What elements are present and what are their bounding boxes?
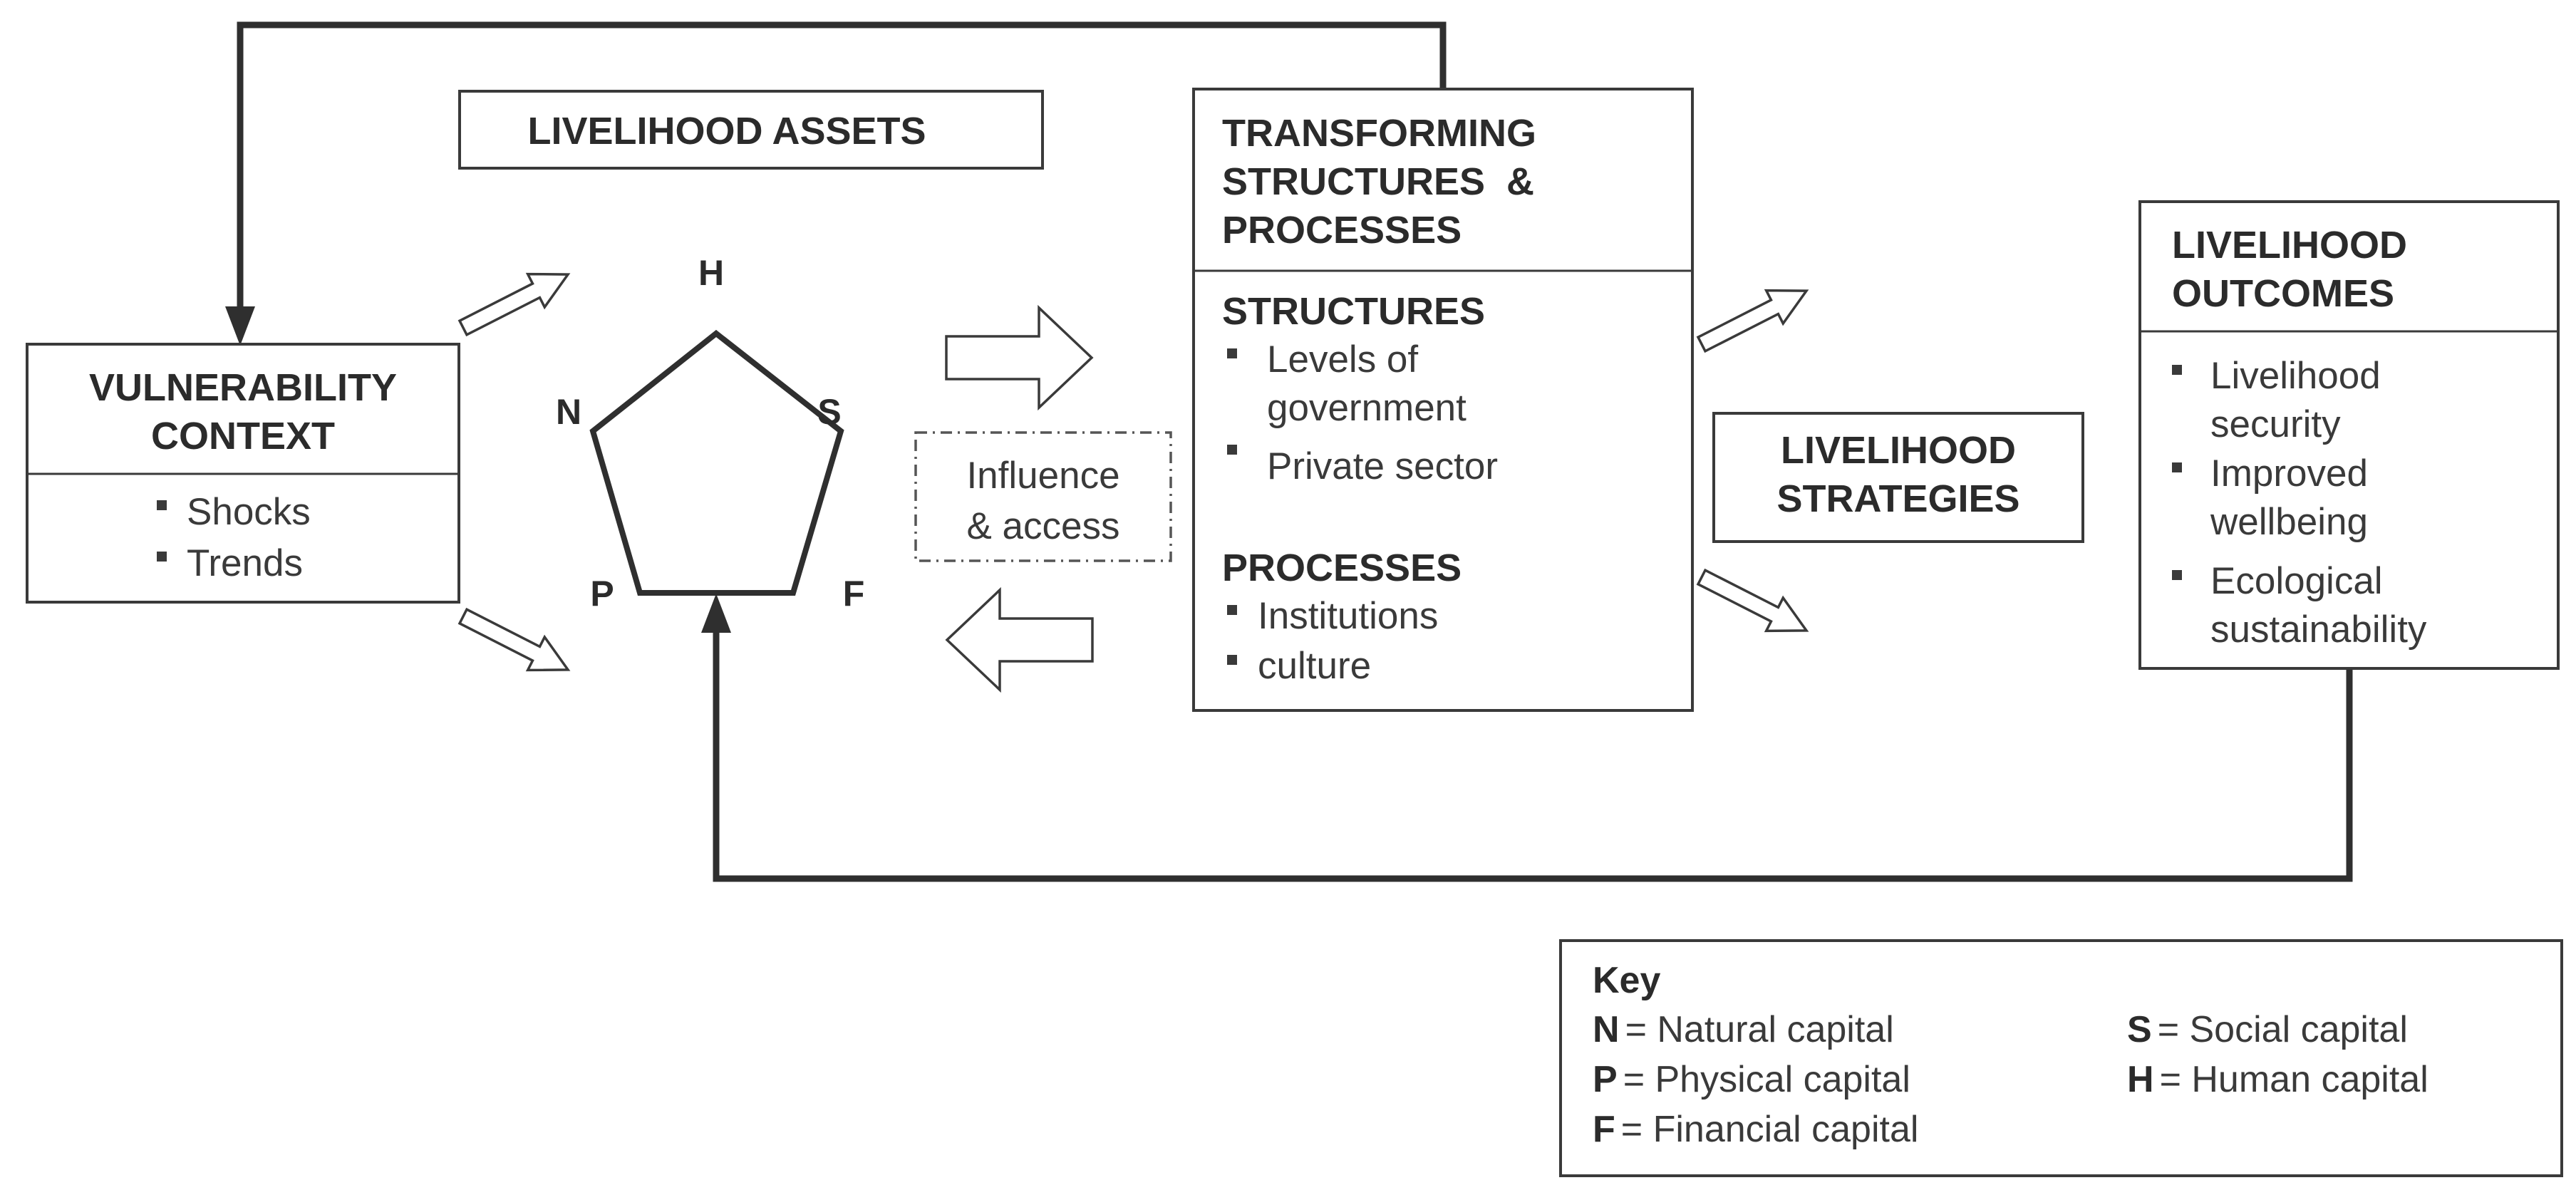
arrow-structures-to-strategies-lower xyxy=(1696,568,1809,633)
bullet-icon xyxy=(157,500,167,510)
outcomes-item-wellbeing-line1: Improved xyxy=(2210,452,2368,495)
bullet-icon xyxy=(157,552,167,562)
processes-heading: PROCESSES xyxy=(1222,547,1462,589)
key-entry-natural: N= Natural capital xyxy=(1593,1009,1894,1050)
outcomes-item-security-line2: security xyxy=(2210,403,2341,445)
strategies-title-line1: LIVELIHOOD xyxy=(1781,429,2016,472)
key-box: Key N= Natural capital S= Social capital… xyxy=(1559,939,2563,1177)
structures-heading: STRUCTURES xyxy=(1222,290,1485,333)
bullet-icon xyxy=(1227,605,1237,615)
arrow-vulnerability-to-assets-upper xyxy=(457,272,571,337)
asset-pentagon xyxy=(589,329,844,596)
pentagon-label-s: S xyxy=(817,392,841,432)
bullet-icon xyxy=(2172,570,2182,580)
bullet-icon xyxy=(2172,462,2182,472)
outcomes-title-line2: OUTCOMES xyxy=(2172,272,2394,315)
vulnerability-item-shocks: Shocks xyxy=(187,491,311,533)
arrow-structures-to-strategies-upper xyxy=(1696,289,1809,353)
arrow-vulnerability-to-assets-lower xyxy=(457,607,571,672)
pentagon-label-p: P xyxy=(590,574,614,614)
outcomes-item-ecological-line2: sustainability xyxy=(2210,609,2427,651)
feedback-arrow-bottom xyxy=(701,594,2353,882)
bullet-icon xyxy=(1227,445,1237,455)
processes-item-culture: culture xyxy=(1258,645,1371,687)
key-title: Key xyxy=(1593,960,1660,1001)
vulnerability-item-trends: Trends xyxy=(187,542,303,584)
structures-item-private: Private sector xyxy=(1267,445,1498,487)
transforming-structures-box: TRANSFORMING STRUCTURES & PROCESSES STRU… xyxy=(1192,88,1694,712)
key-entry-human: H= Human capital xyxy=(2127,1059,2428,1100)
strategies-title-line2: STRATEGIES xyxy=(1776,477,2019,520)
structures-item-levels-line2: government xyxy=(1267,387,1467,429)
livelihood-assets-box: LIVELIHOOD ASSETS xyxy=(458,90,1044,170)
vulnerability-title-line2: CONTEXT xyxy=(151,415,335,457)
bullet-icon xyxy=(1227,348,1237,358)
feedback-arrow-top xyxy=(225,21,1447,346)
pentagon-label-f: F xyxy=(843,574,865,614)
vulnerability-title-line1: VULNERABILITY xyxy=(89,366,397,409)
livelihood-strategies-box: LIVELIHOOD STRATEGIES xyxy=(1712,412,2084,543)
key-entry-physical: P= Physical capital xyxy=(1593,1059,1910,1100)
bullet-icon xyxy=(2172,365,2182,375)
outcomes-item-security-line1: Livelihood xyxy=(2210,355,2381,397)
processes-item-institutions: Institutions xyxy=(1258,595,1438,637)
livelihood-assets-title: LIVELIHOOD ASSETS xyxy=(527,110,926,152)
arrow-structures-to-assets xyxy=(945,586,1094,693)
vulnerability-context-box: VULNERABILITY CONTEXT Shocks Trends xyxy=(26,343,460,604)
structures-item-levels-line1: Levels of xyxy=(1267,338,1418,381)
transforming-title-line3: PROCESSES xyxy=(1222,209,1462,252)
transforming-title-line1: TRANSFORMING xyxy=(1222,112,1536,155)
pentagon-label-h: H xyxy=(698,253,724,293)
livelihood-outcomes-box: LIVELIHOOD OUTCOMES Livelihood security … xyxy=(2138,200,2560,670)
influence-line1: Influence xyxy=(966,455,1119,497)
influence-access-box: Influence & access xyxy=(914,431,1172,562)
arrow-assets-to-structures xyxy=(945,304,1094,411)
key-entry-financial: F= Financial capital xyxy=(1593,1109,1918,1150)
key-entry-social: S= Social capital xyxy=(2127,1009,2408,1050)
transforming-title-line2: STRUCTURES & xyxy=(1222,160,1534,203)
influence-line2: & access xyxy=(966,505,1119,547)
outcomes-item-wellbeing-line2: wellbeing xyxy=(2210,501,2368,543)
bullet-icon xyxy=(1227,655,1237,665)
outcomes-item-ecological-line1: Ecological xyxy=(2210,560,2383,602)
outcomes-title-line1: LIVELIHOOD xyxy=(2172,224,2407,267)
pentagon-label-n: N xyxy=(556,392,581,432)
